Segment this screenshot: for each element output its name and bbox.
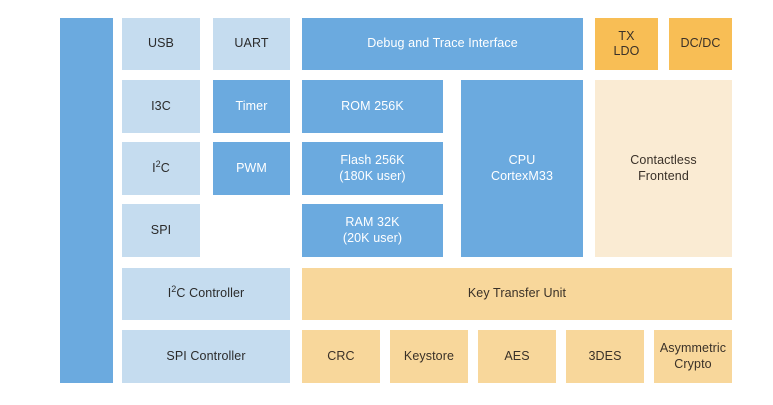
block-flash: Flash 256K (180K user)	[302, 142, 443, 195]
block-crc: CRC	[302, 330, 380, 383]
block-pwm: PWM	[213, 142, 290, 195]
block-cpu: CPU CortexM33	[461, 80, 583, 257]
block-rom: ROM 256K	[302, 80, 443, 133]
block-dcdc: DC/DC	[669, 18, 732, 70]
block-keystore: Keystore	[390, 330, 468, 383]
block-spi: SPI	[122, 204, 200, 257]
block-i2c: I2C	[122, 142, 200, 195]
block-spi-controller: SPI Controller	[122, 330, 290, 383]
block-timer: Timer	[213, 80, 290, 133]
block-i3c: I3C	[122, 80, 200, 133]
block-contactless-frontend: Contactless Frontend	[595, 80, 732, 257]
block-i2c-controller: I2C Controller	[122, 268, 290, 320]
block-usb: USB	[122, 18, 200, 70]
block-debug-trace-interface: Debug and Trace Interface	[302, 18, 583, 70]
block-key-transfer-unit: Key Transfer Unit	[302, 268, 732, 320]
block-uart: UART	[213, 18, 290, 70]
block-i2c-label: I2C	[152, 158, 170, 175]
block-left-bus	[60, 18, 113, 383]
block-ram: RAM 32K (20K user)	[302, 204, 443, 257]
block-i2c-controller-label: I2C Controller	[167, 284, 245, 301]
block-3des: 3DES	[566, 330, 644, 383]
block-aes: AES	[478, 330, 556, 383]
block-asymmetric-crypto: Asymmetric Crypto	[654, 330, 732, 383]
block-tx-ldo: TX LDO	[595, 18, 658, 70]
